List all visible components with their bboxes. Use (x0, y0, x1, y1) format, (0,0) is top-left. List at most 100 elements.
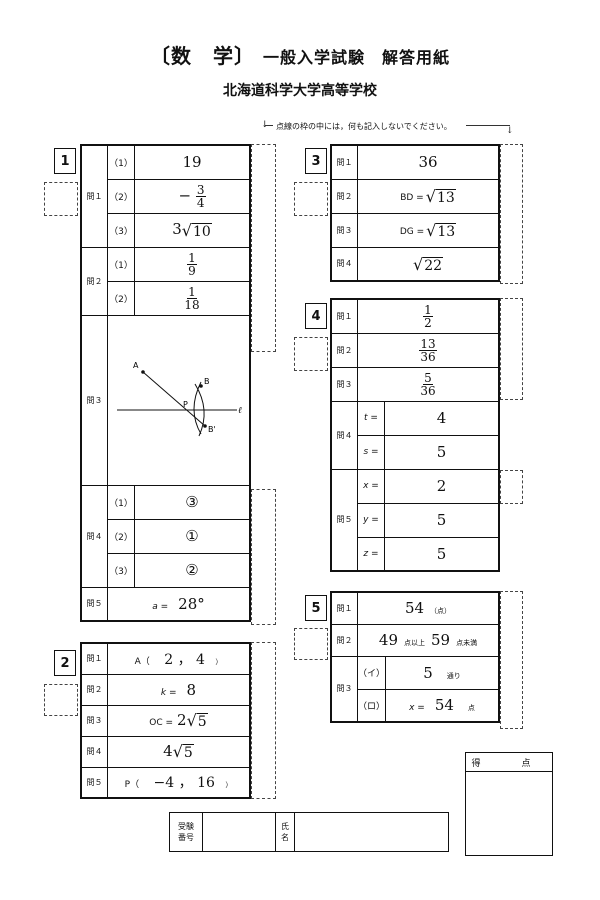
title-rest: 一般入学試験 解答用紙 (262, 48, 450, 67)
q5-scoring-strip (500, 591, 523, 729)
denominator: 18 (184, 297, 200, 312)
point-a (140, 370, 145, 374)
q1-toi4-answer2: ① (134, 518, 251, 554)
name-field[interactable] (295, 813, 448, 851)
q4-r4-answer-s: 5 (384, 434, 500, 470)
note-line-left (265, 125, 273, 126)
label-p: P (183, 400, 188, 409)
q1-toi2-label: 問２ (80, 246, 108, 316)
point-b-prime (202, 424, 207, 428)
question-4-number: 4 (305, 303, 327, 329)
note-arrow-right-icon: ↓ (506, 126, 514, 136)
exam-number-field[interactable] (203, 813, 276, 851)
q3-r4-label: 問４ (330, 246, 358, 282)
q3-scoring-strip (500, 144, 523, 284)
prefix: k = (160, 687, 177, 698)
prefix: P（ (124, 780, 140, 791)
q2-scoring-strip (251, 642, 276, 799)
q2-r2-answer: k =8 (107, 673, 251, 706)
radicand: 13 (435, 188, 456, 206)
school-name: 北海道科学大学高等学校 (223, 83, 377, 99)
question-5-number: 5 (305, 595, 327, 621)
q4-r5-var-y: y = (357, 502, 385, 538)
page-title: 〔数 学〕 一般入学試験 解答用紙 (0, 40, 600, 69)
q2-r2-label: 問２ (80, 673, 108, 706)
q2-r3-answer: OC =2√5 (107, 704, 251, 737)
exam-number-label: 受験 番号 (170, 813, 203, 851)
q1-construction-figure: A B P B' ℓ (116, 361, 242, 437)
score-header: 得 点 (466, 753, 552, 772)
q4-r5-var-x: x = (357, 468, 385, 504)
name-label: 氏 名 (276, 813, 295, 851)
q1-toi4-sub2: （2） (107, 518, 135, 554)
q4-r4-var-s: s = (357, 434, 385, 470)
arc-2 (194, 383, 205, 437)
numerator: 1 (423, 302, 433, 317)
note-line-right (466, 125, 510, 126)
q3-r3-label: 問３ (330, 212, 358, 248)
q3-score-box (294, 182, 328, 216)
q4-r4-label: 問４ (330, 400, 358, 470)
unit: （点） (430, 607, 452, 616)
unit: 通り (446, 671, 461, 680)
q1-toi1-answer1: 19 (134, 144, 251, 180)
q1-scoring-strip-lower (251, 489, 276, 625)
q5-r3-answer1: 5 通り (385, 655, 500, 690)
segment-a-b2 (142, 371, 205, 427)
q5-r3-sub2: （ロ） (356, 688, 387, 723)
q4-r5-var-z: z = (357, 536, 385, 572)
radical-icon: √ (181, 220, 192, 240)
q2-r4-answer: 4√5 (107, 735, 251, 768)
q1-scoring-strip-upper (251, 144, 276, 352)
q1-toi4-sub1: （1） (107, 484, 135, 520)
denominator: 36 (420, 383, 436, 398)
q1-toi2-sub1: （1） (107, 246, 135, 282)
q2-score-box (44, 684, 78, 716)
q3-r1-answer: 36 (357, 144, 500, 180)
label-b: B (204, 377, 210, 386)
value: 5 (423, 663, 433, 682)
coord-y: 4 (196, 651, 205, 668)
radical-icon: √ (426, 220, 437, 240)
coord-y: 16 (197, 775, 215, 792)
numerator: 1 (187, 284, 197, 299)
q1-toi4-answer3: ② (134, 552, 251, 588)
q4-r4-answer-t: 4 (384, 400, 500, 436)
q4-r5-answer-x: 2 (384, 468, 500, 504)
q2-r1-label: 問１ (80, 642, 108, 675)
numerator: 3 (195, 182, 206, 197)
lower-unit: 点以上 (404, 639, 425, 647)
question-1-number: 1 (54, 148, 76, 174)
sqrt: √5 (173, 742, 194, 762)
q4-r3-label: 問３ (330, 366, 358, 402)
q1-toi5-answer: a =28° (107, 586, 251, 622)
q5-r1-label: 問１ (330, 591, 358, 625)
q3-r2-answer: BD =√13 (357, 178, 500, 214)
q1-toi3-figure-cell: A B P B' ℓ (107, 314, 251, 486)
prefix: x = (409, 703, 425, 714)
point-b (198, 384, 203, 388)
value: 54 (434, 696, 454, 715)
q1-toi1-sub1: （1） (107, 144, 135, 180)
sqrt: √5 (187, 711, 208, 731)
q4-scoring-strip-upper (500, 298, 523, 400)
q2-r5-label: 問５ (80, 766, 108, 799)
denominator: 36 (420, 349, 436, 364)
q1-toi1-sub2: （2） (107, 178, 135, 214)
q1-toi4-label: 問４ (80, 484, 108, 588)
numerator: 13 (419, 336, 437, 351)
q1-toi5-label: 問５ (80, 586, 108, 622)
q4-r1-label: 問１ (330, 298, 358, 334)
q4-score-box (294, 337, 328, 371)
coord-x: −4 (153, 775, 175, 792)
